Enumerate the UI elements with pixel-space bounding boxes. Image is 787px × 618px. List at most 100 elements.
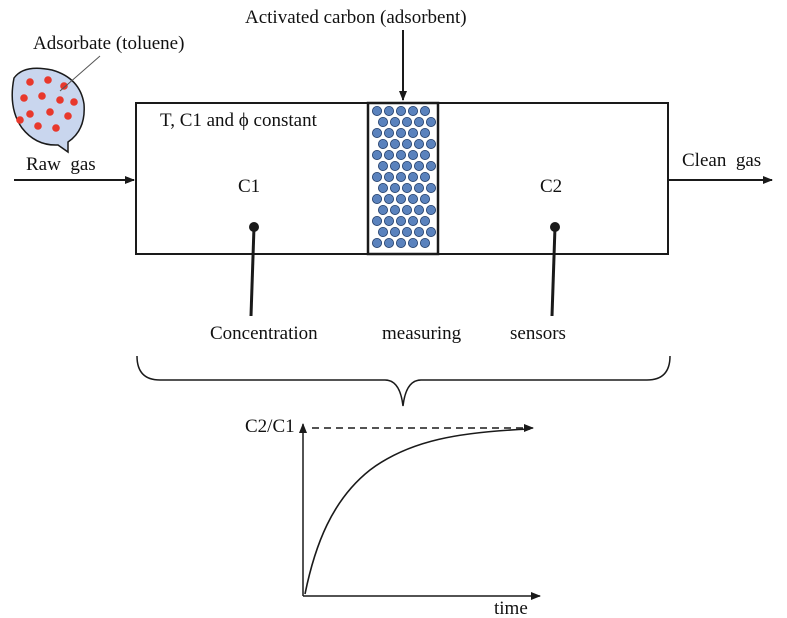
sensors-label-sensors: sensors: [510, 323, 566, 344]
carbon-particle: [389, 117, 400, 128]
carbon-particle: [425, 182, 436, 193]
carbon-particle: [371, 215, 382, 226]
carbon-particle: [419, 193, 430, 204]
carbon-particle: [389, 182, 400, 193]
adsorbate-pointer: [59, 55, 101, 92]
carbon-particle: [407, 106, 418, 117]
clean-gas-label: Clean gas: [682, 150, 761, 171]
carbon-particles: [371, 106, 436, 248]
carbon-particle: [425, 117, 436, 128]
carbon-particle: [395, 193, 406, 204]
grouping-brace: [136, 355, 671, 407]
carbon-particle: [377, 138, 388, 149]
c2-label: C2: [540, 176, 562, 197]
carbon-particle: [395, 171, 406, 182]
carbon-particle: [395, 215, 406, 226]
carbon-particle: [377, 182, 388, 193]
toluene-molecule: [34, 122, 42, 130]
carbon-particle: [407, 215, 418, 226]
conditions-label: T, C1 and ϕ constant: [160, 110, 318, 131]
carbon-particle: [419, 106, 430, 117]
carbon-particle: [413, 138, 424, 149]
carbon-particle: [395, 127, 406, 138]
toluene-molecule: [56, 96, 64, 104]
carbon-particle: [377, 204, 388, 215]
adsorbate-bubble: [11, 67, 85, 154]
carbon-particle: [389, 204, 400, 215]
c1-label: C1: [238, 176, 260, 197]
carbon-particle: [371, 193, 382, 204]
carbon-particle: [419, 149, 430, 160]
toluene-molecule: [26, 110, 34, 118]
sensors-label-concentration: Concentration: [210, 323, 318, 344]
carbon-particle: [383, 237, 394, 248]
carbon-particle: [413, 182, 424, 193]
carbon-particle: [425, 226, 436, 237]
carbon-particle: [425, 138, 436, 149]
carbon-particle: [377, 117, 388, 128]
plot-y-label: C2/C1: [245, 416, 295, 437]
raw-gas-label: Raw gas: [26, 154, 96, 175]
carbon-particle: [377, 160, 388, 171]
toluene-molecule: [44, 76, 52, 84]
carbon-particle: [413, 117, 424, 128]
carbon-particle: [389, 160, 400, 171]
carbon-particle: [401, 138, 412, 149]
carbon-particle: [383, 127, 394, 138]
sensor-c2-probe: [550, 226, 557, 317]
toluene-molecule: [64, 112, 72, 120]
breakthrough-curve: [304, 428, 531, 595]
adsorbent-label: Activated carbon (adsorbent): [245, 7, 467, 28]
sensors-label-measuring: measuring: [382, 323, 462, 344]
toluene-molecule: [38, 92, 46, 100]
carbon-particle: [407, 193, 418, 204]
carbon-particle: [401, 117, 412, 128]
carbon-particle: [389, 138, 400, 149]
carbon-particle: [413, 204, 424, 215]
carbon-particle: [419, 171, 430, 182]
breakthrough-plot: C2/C1 time: [245, 416, 541, 618]
carbon-particle: [419, 127, 430, 138]
carbon-particle: [401, 160, 412, 171]
carbon-particle: [395, 149, 406, 160]
toluene-molecule: [26, 78, 34, 86]
carbon-particle: [383, 171, 394, 182]
carbon-particle: [371, 127, 382, 138]
carbon-particle: [401, 182, 412, 193]
carbon-particle: [395, 106, 406, 117]
carbon-particle: [371, 149, 382, 160]
adsorbate-label: Adsorbate (toluene): [33, 33, 184, 54]
toluene-molecule: [60, 82, 68, 90]
carbon-particle: [413, 226, 424, 237]
carbon-particle: [383, 149, 394, 160]
plot-x-label: time: [494, 598, 528, 618]
toluene-molecule: [46, 108, 54, 116]
carbon-particle: [419, 237, 430, 248]
carbon-particle: [425, 160, 436, 171]
carbon-particle: [383, 215, 394, 226]
toluene-molecule: [70, 98, 78, 106]
carbon-particle: [383, 193, 394, 204]
toluene-molecule: [20, 94, 28, 102]
toluene-molecule: [16, 116, 24, 124]
carbon-particle: [407, 149, 418, 160]
carbon-particle: [371, 237, 382, 248]
toluene-molecules: [16, 76, 78, 132]
carbon-particle: [371, 106, 382, 117]
carbon-particle: [389, 226, 400, 237]
carbon-particle: [407, 127, 418, 138]
carbon-particle: [383, 106, 394, 117]
carbon-particle: [407, 171, 418, 182]
carbon-particle: [395, 237, 406, 248]
carbon-particle: [401, 204, 412, 215]
carbon-particle: [401, 226, 412, 237]
carbon-particle: [425, 204, 436, 215]
carbon-particle: [371, 171, 382, 182]
carbon-particle: [413, 160, 424, 171]
carbon-particle: [407, 237, 418, 248]
carbon-particle: [377, 226, 388, 237]
sensor-c1-probe: [249, 226, 256, 317]
carbon-particle: [419, 215, 430, 226]
toluene-molecule: [52, 124, 60, 132]
